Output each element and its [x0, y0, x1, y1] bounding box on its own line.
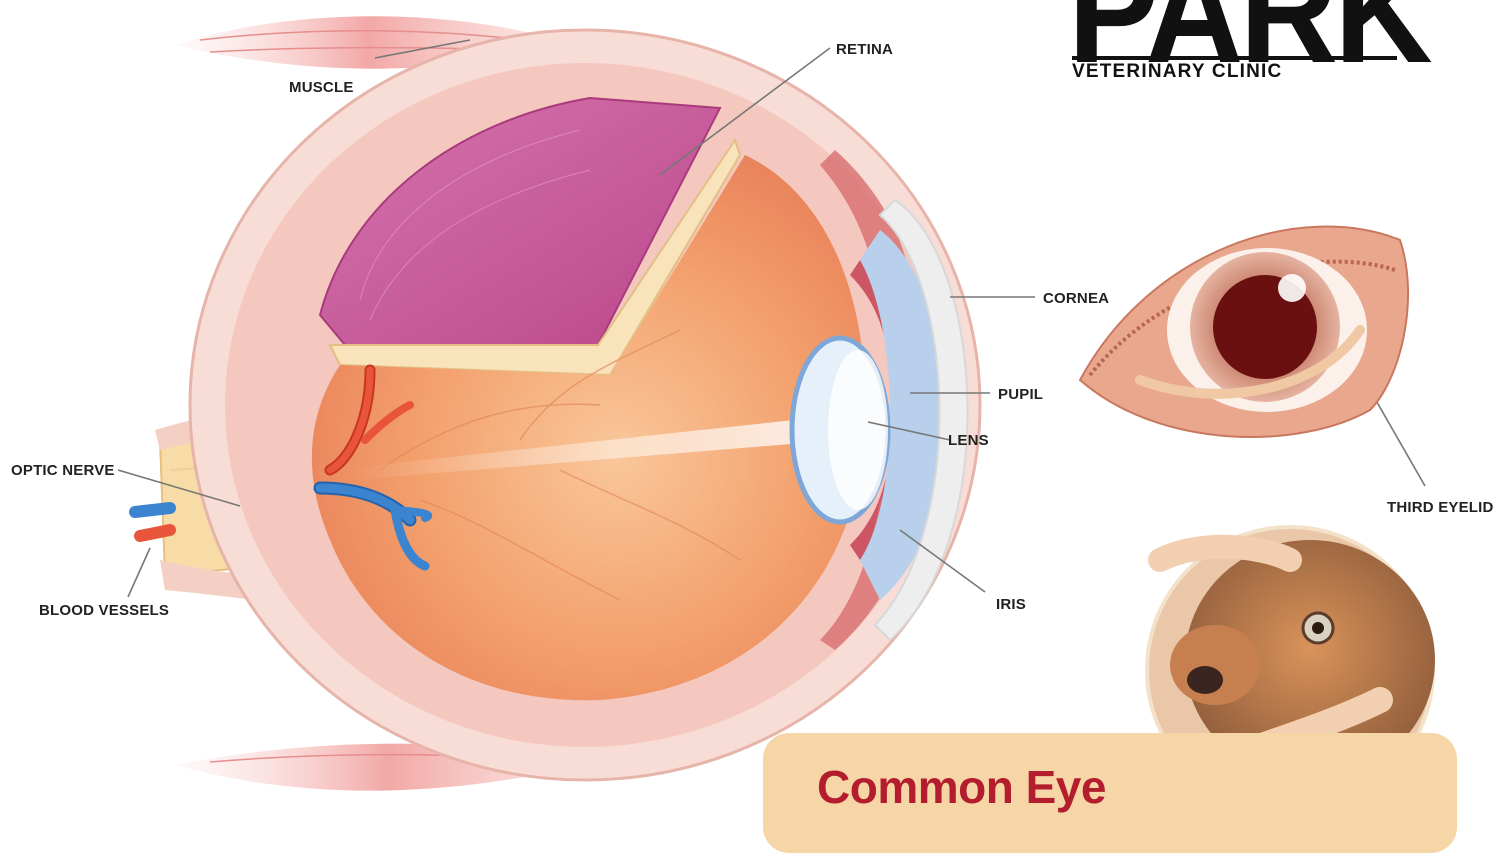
label-iris: IRIS: [996, 596, 1026, 613]
eye-anatomy-poster: PARK VETERINARY CLINIC MUSCLE RETINA COR…: [0, 0, 1507, 810]
label-optic-nerve: OPTIC NERVE: [11, 462, 115, 479]
third-eyelid-eye-illustration: [1080, 227, 1408, 437]
label-cornea: CORNEA: [1043, 290, 1109, 307]
label-muscle: MUSCLE: [289, 79, 354, 96]
label-retina: RETINA: [836, 41, 893, 58]
label-lens: LENS: [948, 432, 989, 449]
label-third-eyelid: THIRD EYELID: [1387, 499, 1494, 516]
label-pupil: PUPIL: [998, 386, 1043, 403]
label-blood-vessels: BLOOD VESSELS: [39, 602, 169, 619]
logo-subtitle: VETERINARY CLINIC: [1072, 61, 1282, 83]
banner-title: Common Eye: [817, 760, 1106, 814]
eye-illustrations: [0, 0, 1507, 810]
